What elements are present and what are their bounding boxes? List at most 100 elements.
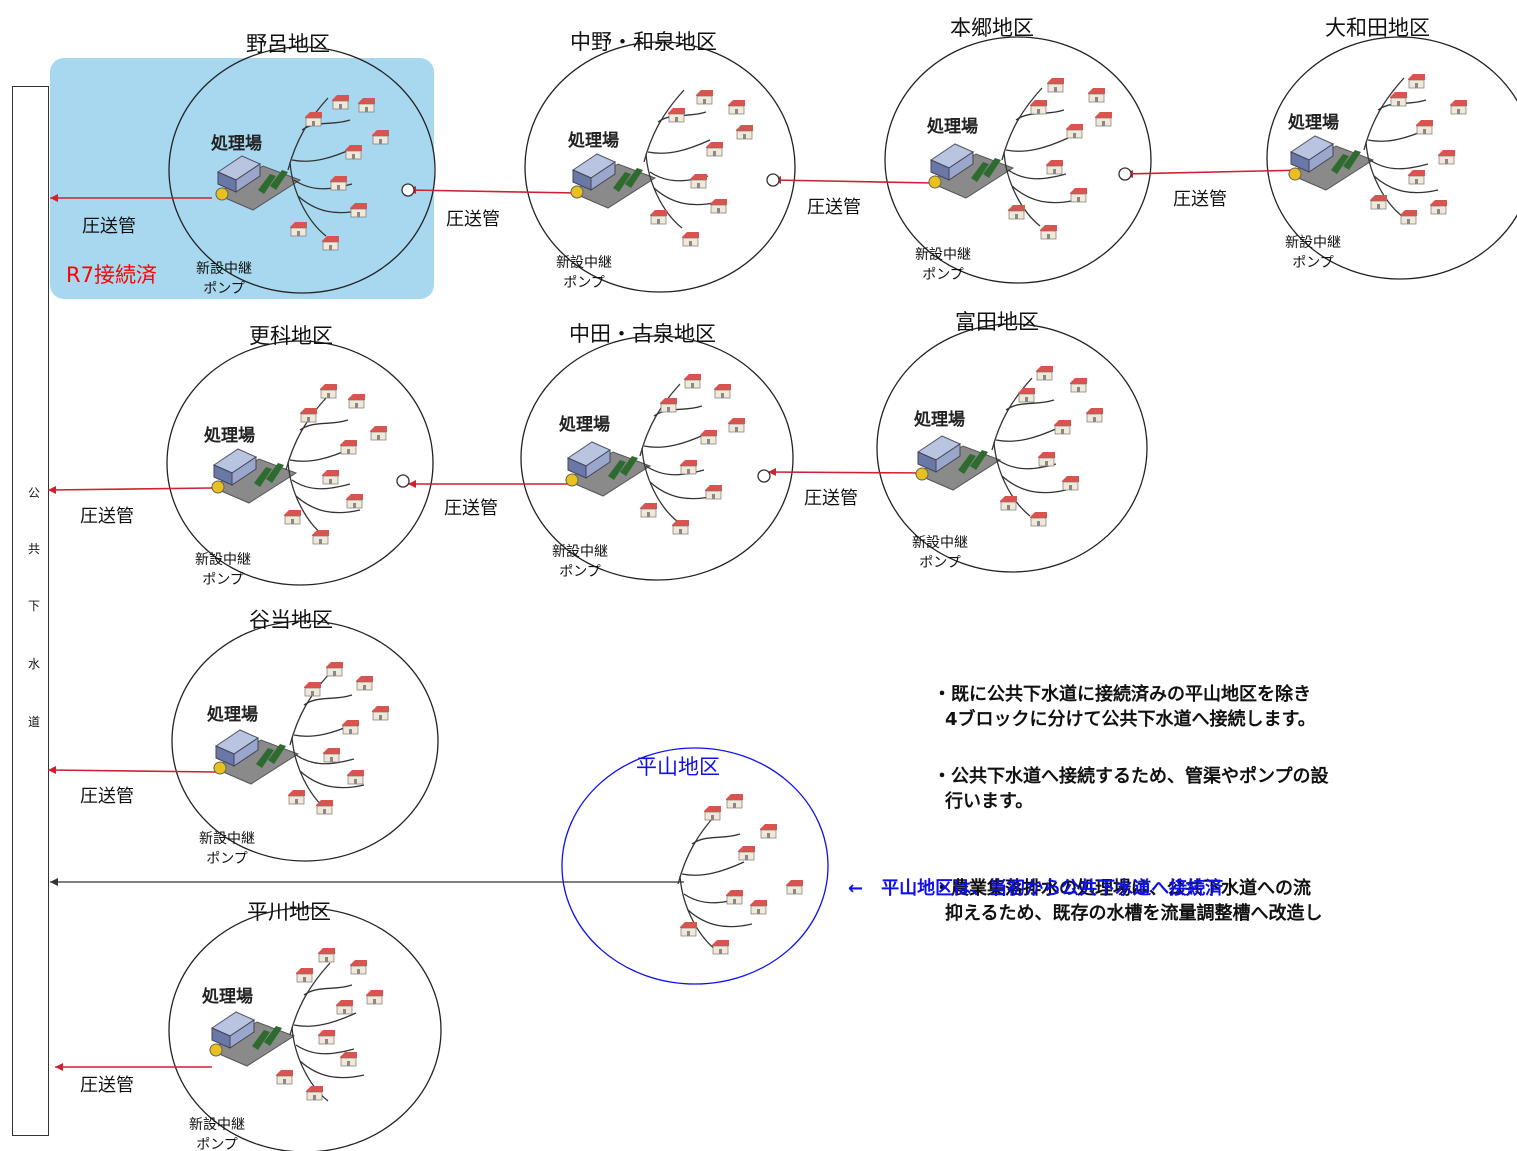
sewer-branch-line bbox=[295, 754, 355, 765]
sewer-branch-line bbox=[299, 770, 365, 789]
house-icon bbox=[714, 384, 731, 399]
pipe-label: 圧送管 bbox=[80, 506, 134, 527]
sewer-branch-line bbox=[681, 861, 745, 876]
sewer-branch-line bbox=[295, 1044, 355, 1055]
sewer-branch-line bbox=[1001, 475, 1067, 494]
pipe-label: 圧送管 bbox=[446, 209, 500, 230]
district-circle-nakano-izumi bbox=[524, 41, 796, 293]
pipe-arrowhead bbox=[48, 766, 56, 774]
house-icon bbox=[290, 222, 307, 237]
sewer-branch-line bbox=[1005, 399, 1055, 411]
plant-label: 処理場 bbox=[202, 987, 253, 1007]
pipe-arrowhead bbox=[50, 878, 58, 886]
house-icon bbox=[704, 806, 721, 821]
house-icon bbox=[322, 470, 339, 485]
house-icon bbox=[340, 440, 357, 455]
house-icon bbox=[682, 232, 699, 247]
plant-label: 処理場 bbox=[204, 426, 255, 446]
relay-node-icon bbox=[396, 474, 410, 488]
sewer-branch-line bbox=[649, 481, 715, 500]
pipe-label: 圧送管 bbox=[807, 197, 861, 218]
pipe-arrowhead bbox=[48, 486, 56, 494]
house-icon bbox=[306, 1086, 323, 1101]
force-main-pipe bbox=[767, 471, 929, 474]
house-icon bbox=[680, 460, 697, 475]
house-icon bbox=[1047, 78, 1064, 93]
district-title-nakata-koizumi: 中田・古泉地区 bbox=[569, 322, 716, 346]
house-icon bbox=[736, 125, 753, 140]
house-icon bbox=[1370, 195, 1387, 210]
house-icon bbox=[318, 948, 335, 963]
treatment-plant-icon bbox=[214, 155, 302, 211]
pipe-label: 圧送管 bbox=[80, 786, 134, 807]
sewer-branch-line bbox=[653, 187, 719, 206]
house-icon bbox=[750, 900, 767, 915]
sewer-branch-line bbox=[991, 377, 1033, 451]
house-icon bbox=[320, 384, 337, 399]
house-icon bbox=[366, 990, 383, 1005]
house-icon bbox=[1416, 120, 1433, 135]
public-sewer-label-char: 下 bbox=[27, 599, 40, 613]
pump-label: 新設中継ポンプ bbox=[912, 535, 968, 571]
sewer-branch-line bbox=[301, 119, 351, 131]
plant-label: 処理場 bbox=[1288, 113, 1339, 133]
house-icon bbox=[728, 100, 745, 115]
house-icon bbox=[350, 203, 367, 218]
house-icon bbox=[1390, 92, 1407, 107]
sewer-branch-line bbox=[289, 161, 327, 237]
pump-label: 新設中継ポンプ bbox=[195, 552, 251, 588]
house-icon bbox=[356, 676, 373, 691]
house-icon bbox=[1046, 160, 1063, 175]
sewer-branch-line bbox=[653, 405, 703, 417]
pipe-arrowhead bbox=[50, 194, 58, 202]
house-icon bbox=[1408, 74, 1425, 89]
relay-node-icon bbox=[1118, 167, 1132, 181]
house-icon bbox=[1030, 512, 1047, 527]
relay-node-icon bbox=[766, 173, 780, 187]
sewer-branch-line bbox=[679, 875, 717, 951]
pump-label: 新設中継ポンプ bbox=[196, 261, 252, 297]
house-icon bbox=[786, 880, 803, 895]
district-circle-hirakawa bbox=[168, 907, 442, 1151]
pipe-arrowhead bbox=[55, 1063, 63, 1071]
sewer-branch-line bbox=[1007, 169, 1067, 180]
sewer-branch-line bbox=[1369, 159, 1429, 170]
plant-label: 処理場 bbox=[211, 134, 262, 154]
plant-label: 処理場 bbox=[207, 705, 258, 725]
house-icon bbox=[1400, 210, 1417, 225]
house-icon bbox=[1066, 124, 1083, 139]
house-icon bbox=[322, 236, 339, 251]
house-icon bbox=[680, 922, 697, 937]
sewer-branch-line bbox=[1005, 137, 1069, 152]
plant-label: 処理場 bbox=[927, 117, 978, 137]
sewer-branch-line bbox=[299, 419, 349, 431]
house-icon bbox=[358, 98, 375, 113]
house-icon bbox=[1430, 200, 1447, 215]
district-circle-noro bbox=[168, 46, 436, 294]
plant-label: 処理場 bbox=[559, 415, 610, 435]
sewer-branch-line bbox=[639, 383, 681, 457]
district-title-hirakawa: 平川地区 bbox=[247, 900, 331, 924]
house-icon bbox=[330, 176, 347, 191]
house-icon bbox=[1030, 100, 1047, 115]
pump-label: 新設中継ポンプ bbox=[1285, 235, 1341, 271]
house-icon bbox=[1038, 452, 1055, 467]
house-icon bbox=[726, 794, 743, 809]
force-main-pipe bbox=[407, 189, 579, 194]
pipe-label: 圧送管 bbox=[80, 1075, 134, 1096]
house-icon bbox=[340, 1052, 357, 1067]
sewer-branch-line bbox=[1365, 141, 1403, 217]
sewer-branch-line bbox=[1011, 185, 1077, 204]
pump-label: 新設中継ポンプ bbox=[556, 255, 612, 291]
force-main-pipe bbox=[1124, 169, 1306, 175]
house-icon bbox=[1088, 88, 1105, 103]
treatment-plant-icon bbox=[569, 153, 657, 209]
public-sewer-label-char: 共 bbox=[27, 542, 40, 556]
house-icon bbox=[668, 108, 685, 123]
house-icon bbox=[1070, 188, 1087, 203]
sewer-branch-line bbox=[295, 495, 361, 514]
sewer-branch-line bbox=[1003, 151, 1041, 227]
house-icon bbox=[305, 112, 322, 127]
house-icon bbox=[760, 824, 777, 839]
